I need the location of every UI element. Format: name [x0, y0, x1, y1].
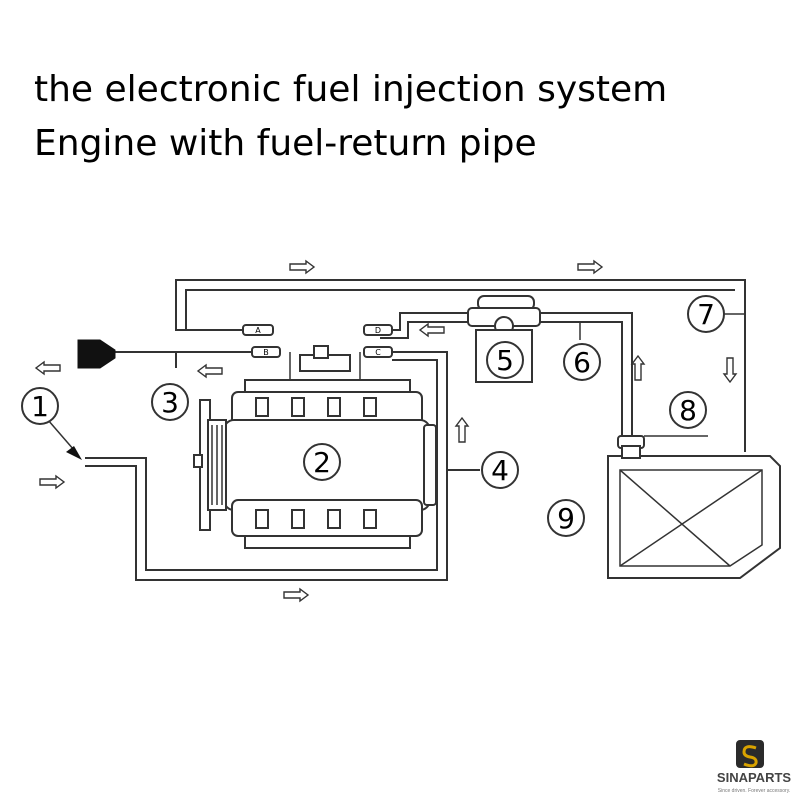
diagram-title-line1: the electronic fuel injection system: [34, 69, 668, 110]
connector-c: C: [363, 346, 393, 358]
callout-6: 6: [563, 343, 601, 381]
svg-text:2: 2: [313, 446, 331, 479]
s-badge-icon: [736, 740, 764, 768]
svg-text:Since driven. Forever accessor: Since driven. Forever accessory.: [718, 788, 790, 794]
regulator-to-tank-pipe-inner: [540, 321, 623, 440]
svg-text:1: 1: [31, 390, 49, 423]
callout-4: 4: [481, 451, 519, 489]
flow-arrow-right: [289, 260, 315, 274]
callout-1: 1: [21, 387, 59, 425]
svg-text:A: A: [255, 326, 261, 335]
canister-cone: [77, 339, 116, 369]
svg-text:D: D: [375, 326, 381, 335]
callout-5: 5: [486, 341, 524, 379]
callout-2: 2: [303, 443, 341, 481]
svg-text:9: 9: [557, 502, 575, 535]
svg-text:B: B: [263, 348, 269, 357]
regulator-to-tank-pipe: [540, 312, 633, 440]
flow-arrow-right: [283, 588, 309, 602]
engine: [193, 345, 437, 549]
callout-3: 3: [151, 383, 189, 421]
callout-8: 8: [669, 391, 707, 429]
svg-text:3: 3: [161, 386, 179, 419]
flow-arrow-up: [631, 355, 645, 381]
svg-text:C: C: [375, 348, 381, 357]
sinaparts-logo: SINAPARTS Since driven. Forever accessor…: [717, 740, 791, 794]
connector-a: A: [242, 324, 274, 336]
flow-arrow-left: [197, 364, 223, 378]
flow-arrow-down: [723, 357, 737, 383]
fuel-tank: [607, 455, 781, 579]
svg-text:8: 8: [679, 394, 697, 427]
flow-arrow-right: [577, 260, 603, 274]
return-pipe-inner: [185, 289, 735, 331]
supply-line: [85, 351, 448, 581]
svg-text:4: 4: [491, 454, 509, 487]
pipe-to-regulator-inner: [380, 321, 468, 339]
connector-d: D: [363, 324, 393, 336]
flow-arrow-up: [455, 417, 469, 443]
supply-line-inner: [85, 359, 438, 571]
connector-b: B: [251, 346, 281, 358]
svg-text:SINAPARTS: SINAPARTS: [717, 770, 791, 785]
flow-arrow-left: [419, 323, 445, 337]
svg-text:6: 6: [573, 346, 591, 379]
leader-1: [47, 419, 75, 451]
flow-arrow-right: [39, 475, 65, 489]
diagram-title-line2: Engine with fuel-return pipe: [34, 123, 537, 164]
callout-7: 7: [687, 295, 725, 333]
leader-1-arrowhead: [66, 446, 82, 460]
callout-9: 9: [547, 499, 585, 537]
svg-text:5: 5: [496, 344, 514, 377]
flow-arrow-left: [35, 361, 61, 375]
svg-text:7: 7: [697, 298, 715, 331]
fuel-pump: [617, 435, 708, 459]
